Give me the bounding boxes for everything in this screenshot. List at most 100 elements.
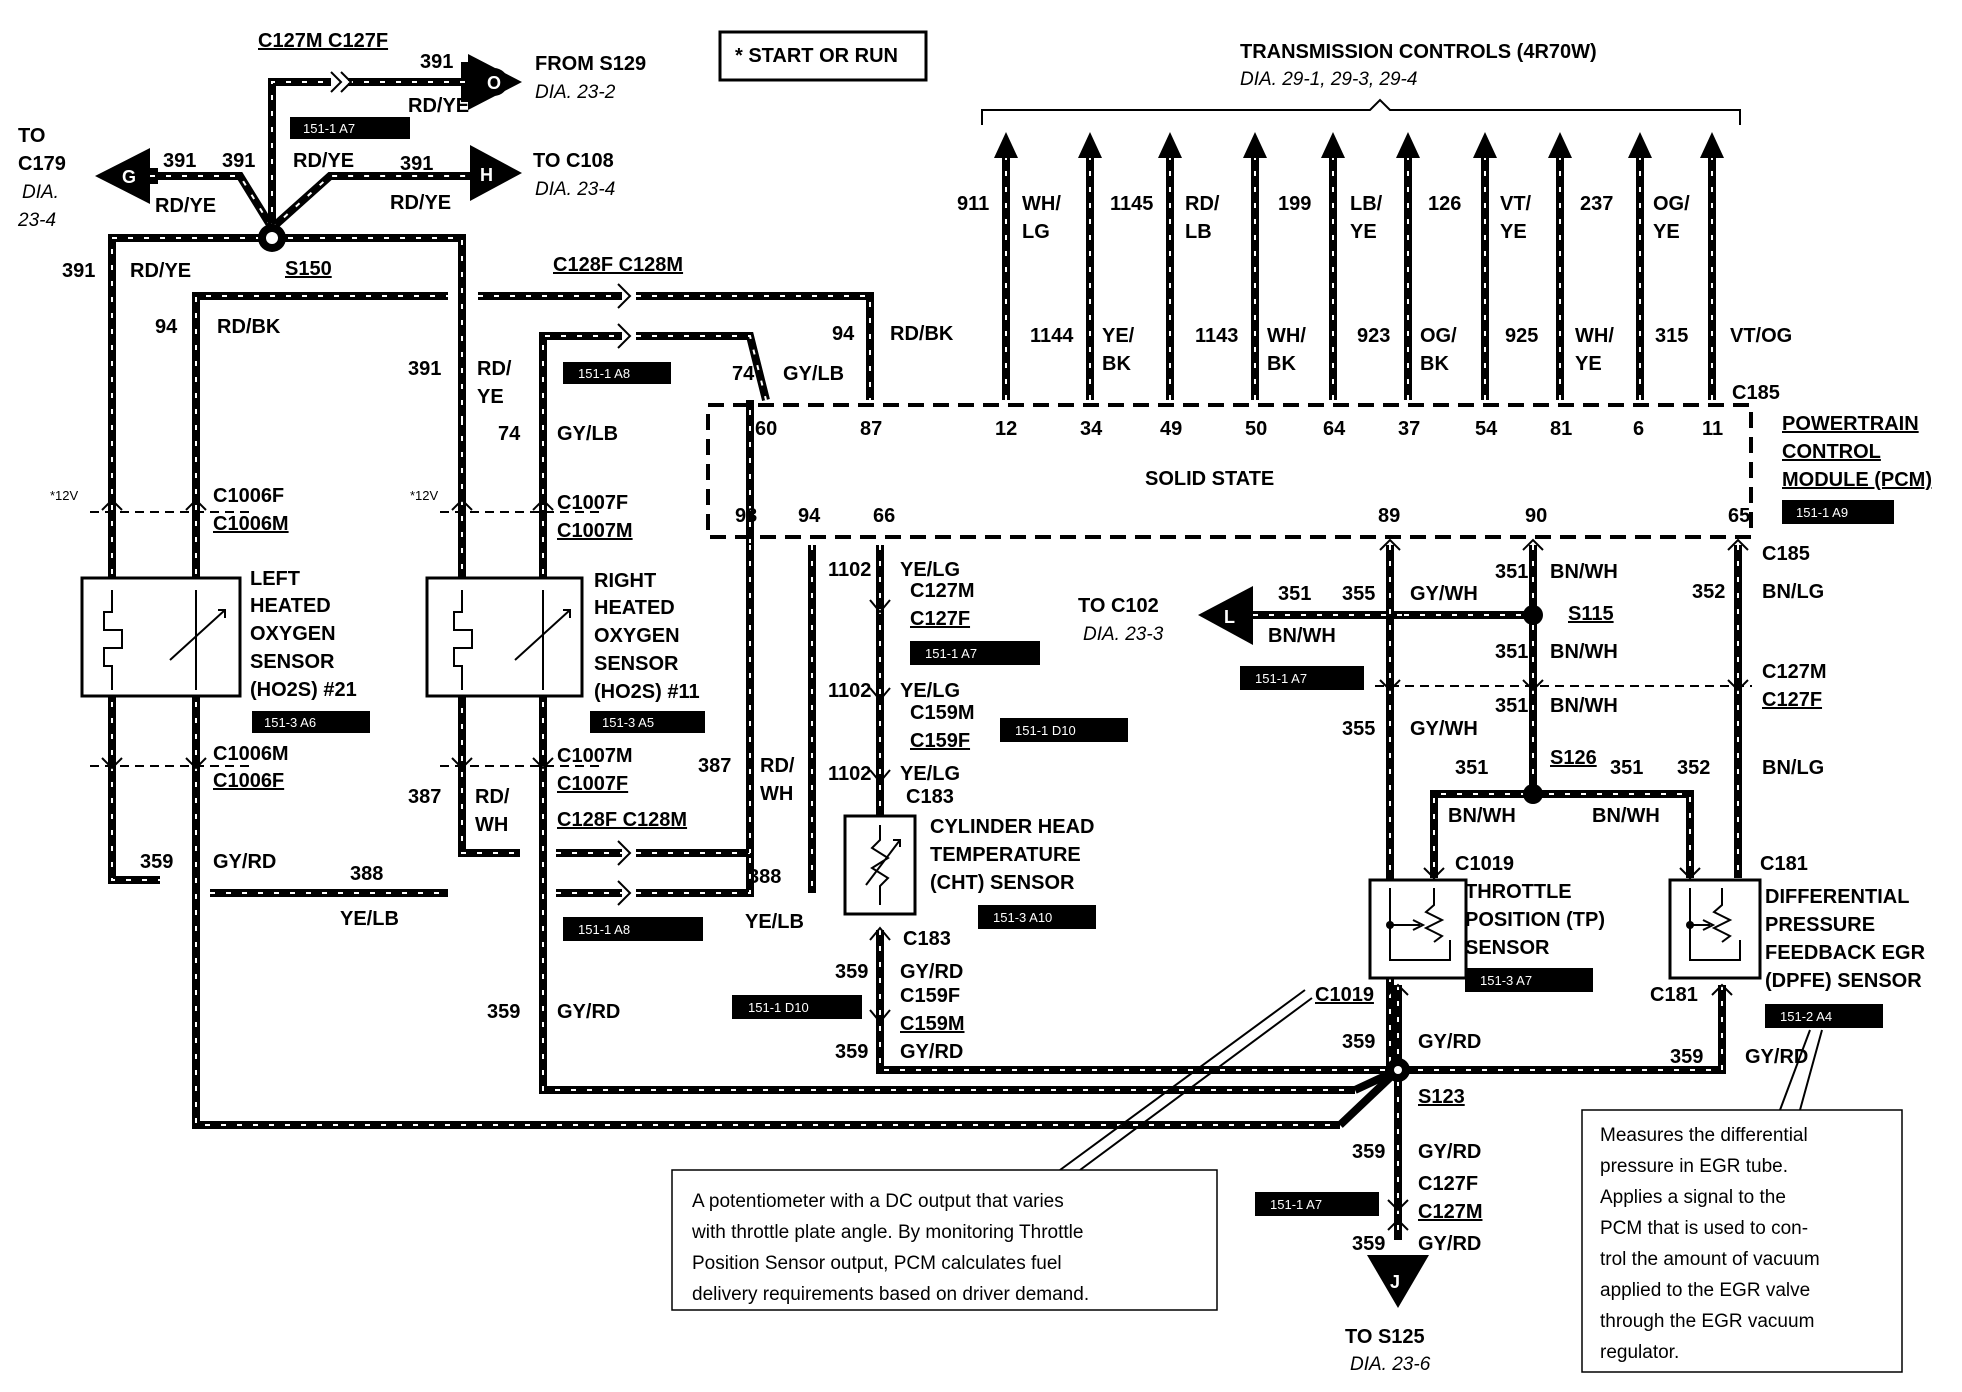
c127f-label-b: C127F [1762, 689, 1822, 711]
pcm-93-94-wires [746, 545, 816, 893]
left-o2-line5: (HO2S) #21 [250, 679, 357, 701]
wire-yelg-a: YE/LG [900, 559, 960, 581]
connector-j-letter: J [1390, 1272, 1400, 1292]
tp-sensor [1368, 878, 1468, 980]
tag-text-t1: 151-1 A7 [303, 121, 355, 136]
wire-359-g: 359 [1352, 1141, 1385, 1163]
tag-text-t8: 151-3 A10 [993, 910, 1052, 925]
tag-text-t5: 151-1 A8 [578, 922, 630, 937]
wire-74-label-b: 74 [498, 423, 521, 445]
s150-wiring [108, 71, 470, 590]
wire-ye-label-a: YE [477, 386, 504, 408]
wire-bnlg-b: BN/LG [1762, 757, 1824, 779]
pin-49: 49 [1160, 418, 1182, 440]
c159m-label-a: C159M [910, 702, 974, 724]
left-o2-line3: OXYGEN [250, 623, 336, 645]
c159f-label-a: C159F [910, 730, 970, 752]
dpfe-note-line2: pressure in EGR tube. [1600, 1156, 1788, 1177]
wire-bnwh-c: BN/WH [1550, 641, 1618, 663]
c183-label-a: C183 [906, 786, 954, 808]
right-o2-line4: SENSOR [594, 653, 679, 675]
c159f-label-b: C159F [900, 985, 960, 1007]
dia-23-3-label: DIA. 23-3 [1083, 624, 1164, 645]
dpfe-note-line5: trol the amount of vacuum [1600, 1249, 1820, 1270]
pin-66: 66 [873, 505, 895, 527]
tag-151-3-a6 [252, 711, 370, 733]
pin-93: 93 [735, 505, 757, 527]
cht-line3: (CHT) SENSOR [930, 872, 1075, 894]
tag-text-t4: 151-3 A5 [602, 715, 654, 730]
wire-359-d: 359 [835, 1041, 868, 1063]
wire-gyrd-label-b: GY/RD [557, 1001, 620, 1023]
trans-ogbk-2: BK [1420, 353, 1449, 375]
pin-6: 6 [1633, 418, 1644, 440]
wire-yelg-b: YE/LG [900, 680, 960, 702]
trans-vtye-2: YE [1500, 221, 1527, 243]
c127m-label-a: C127M [910, 580, 974, 602]
c1007f-label-a: C1007F [557, 492, 628, 514]
wire-94-label-a: 94 [155, 316, 178, 338]
wire-94-rdbk [192, 283, 874, 590]
tag-151-1-a7-b [910, 641, 1040, 665]
tag-151-1-a7-a [290, 117, 410, 139]
connector-g: G [95, 148, 158, 204]
c1006f-label-b: C1006F [213, 770, 284, 792]
wire-1102-a: 1102 [828, 559, 871, 581]
trans-1145: 1145 [1110, 193, 1153, 215]
trans-title: TRANSMISSION CONTROLS (4R70W) [1240, 41, 1597, 63]
tp-note-line2: with throttle plate angle. By monitoring… [691, 1222, 1083, 1243]
wire-359-f: 359 [1670, 1046, 1703, 1068]
wire-74-label-a: 74 [732, 363, 755, 385]
c1007m-label-a: C1007M [557, 520, 633, 542]
tag-text-t6: 151-1 A7 [925, 646, 977, 661]
wire-1102-c: 1102 [828, 763, 871, 785]
tp-note-line1: A potentiometer with a DC output that va… [692, 1191, 1064, 1212]
cht-sensor [843, 814, 917, 916]
wire-gyrd-c: GY/RD [900, 961, 963, 983]
connector-l: L [1198, 586, 1253, 645]
trans-whlg-1: WH/ [1022, 193, 1061, 215]
pcm-solid-state: SOLID STATE [1145, 468, 1274, 490]
dpfe-line4: (DPFE) SENSOR [1765, 970, 1922, 992]
wire-rdye-label-e: RD/YE [130, 260, 191, 282]
trans-wires [994, 132, 1724, 400]
cht-line2: TEMPERATURE [930, 844, 1081, 866]
trans-923: 923 [1357, 325, 1390, 347]
dia-23-2-label: DIA. 23-2 [535, 82, 616, 103]
tag-151-3-a5 [590, 711, 705, 733]
dia-23-4-label: DIA. 23-4 [535, 179, 615, 200]
tag-151-1-a9 [1782, 500, 1894, 524]
left-o2-sensor [80, 576, 242, 698]
wire-wh-label-a: WH [475, 814, 508, 836]
wire-391-label-d: 391 [400, 153, 433, 175]
dia-23-4b-label: 23-4 [17, 210, 56, 231]
wire-gywh-a: GY/WH [1410, 583, 1478, 605]
trans-wire-labels: 911 WH/ LG 1145 RD/ LB 199 LB/ YE 126 VT… [957, 193, 1792, 375]
trans-vtog: VT/OG [1730, 325, 1792, 347]
wire-391-label-f: 391 [408, 358, 441, 380]
wire-rdye-label-a: RD/YE [408, 95, 469, 117]
wire-gylb-label-a: GY/LB [783, 363, 844, 385]
pcm-box [706, 403, 1753, 539]
wire-351-f: 351 [1610, 757, 1643, 779]
wire-387-rdwh [556, 840, 750, 866]
tp-note-line3: Position Sensor output, PCM calculates f… [692, 1253, 1062, 1274]
pcm-title-3: MODULE (PCM) [1782, 469, 1932, 491]
wire-rd-label-a: RD/ [477, 358, 512, 380]
wire-351-b: 351 [1495, 561, 1528, 583]
c185-top: C185 [1732, 382, 1780, 404]
trans-rdlb-2: LB [1185, 221, 1212, 243]
wire-bnlg-a: BN/LG [1762, 581, 1824, 603]
wire-387-label-b: 387 [698, 755, 731, 777]
pin-64: 64 [1323, 418, 1346, 440]
trans-vtye-1: VT/ [1500, 193, 1532, 215]
c181-label-b: C181 [1650, 984, 1698, 1006]
c1006m-label-b: C1006M [213, 743, 289, 765]
tag-text-t2: 151-1 A8 [578, 366, 630, 381]
wire-yelb-label-a: YE/LB [340, 908, 399, 930]
wire-wh-label-b: WH [760, 783, 793, 805]
wire-gyrd-g: GY/RD [1418, 1141, 1481, 1163]
pcm-right-wiring [1253, 538, 1752, 1070]
connector-h-letter: H [480, 165, 493, 185]
